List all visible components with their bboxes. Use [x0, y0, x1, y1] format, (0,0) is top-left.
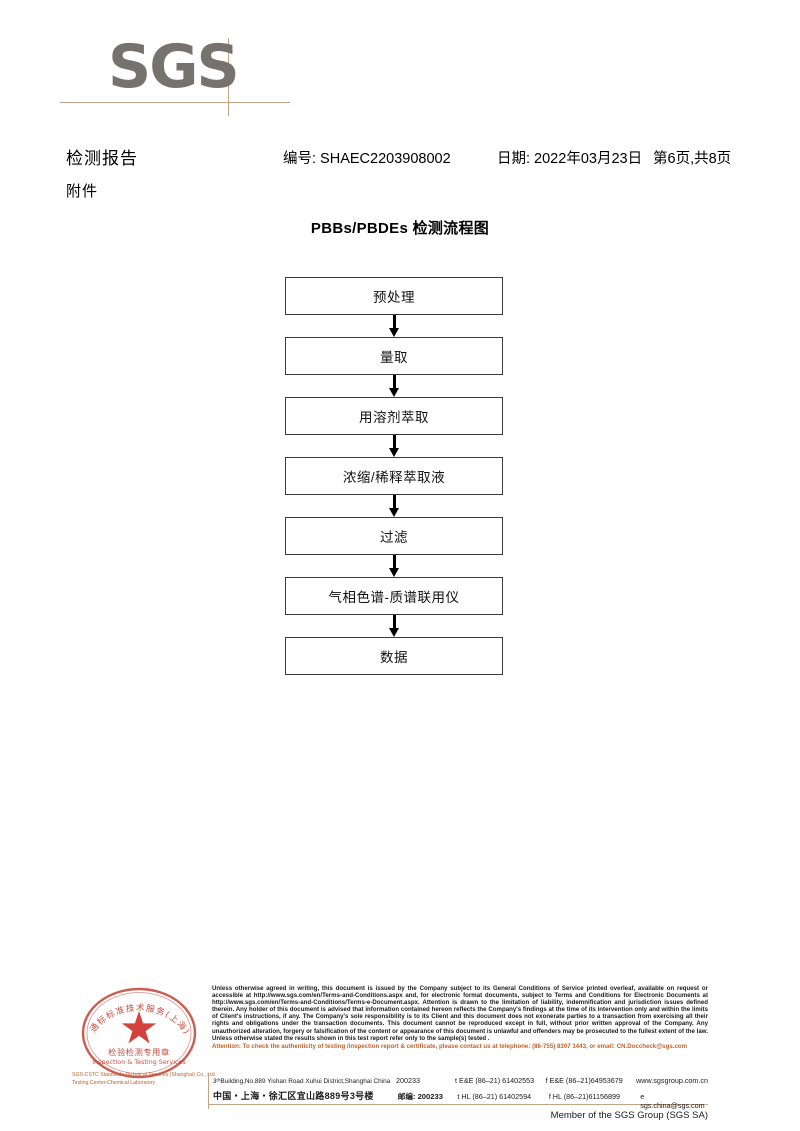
flow-arrow	[285, 435, 503, 457]
legal-body-text: Unless otherwise agreed in writing, this…	[212, 985, 708, 1042]
address-fax-en: f E&E (86–21)64953679	[545, 1076, 623, 1085]
flowchart-title: PBBs/PBDEs 检测流程图	[310, 220, 490, 237]
company-seal-stamp: 通标标准技术服务(上海)有限公司 检验检测专用章 Inspection & Te…	[78, 985, 200, 1087]
address-zip-en: 200233	[395, 1076, 420, 1085]
flow-step-label: 过滤	[380, 530, 408, 545]
flow-step-label: 数据	[380, 650, 408, 665]
address-street-en: 3ᵗʰBuilding,No.889 Yishan Road Xuhui Dis…	[213, 1078, 391, 1085]
arrow-shaft	[392, 315, 396, 330]
arrow-shaft	[392, 435, 396, 450]
flow-arrow	[285, 555, 503, 577]
arrow-head	[388, 448, 399, 457]
flow-step-filter: 过滤	[285, 517, 503, 555]
sgs-logo: SGS	[60, 32, 290, 116]
address-row-cn: 中国・上海・徐汇区宜山路889号3号楼 邮编: 200233 t HL (86–…	[213, 1089, 708, 1110]
member-of-group-line: Member of the SGS Group (SGS SA)	[550, 1110, 708, 1121]
address-row-en: 3ᵗʰBuilding,No.889 Yishan Road Xuhui Dis…	[213, 1076, 708, 1089]
address-block: 3ᵗʰBuilding,No.889 Yishan Road Xuhui Dis…	[213, 1076, 708, 1110]
legal-entity-name: SGS-CSTC Standards Technical Services (S…	[72, 1072, 217, 1087]
svg-text:Inspection & Testing Services: Inspection & Testing Services	[92, 1058, 186, 1066]
report-number: 编号: SHAEC2203908002	[283, 151, 451, 167]
flow-step-label: 量取	[380, 350, 408, 365]
logo-vertical-rule	[228, 38, 229, 116]
arrow-shaft	[392, 615, 396, 630]
arrow-shaft	[392, 375, 396, 390]
arrow-shaft	[392, 555, 396, 570]
page-title: 检测报告	[66, 149, 138, 168]
page-indicator: 第6页,共8页	[653, 151, 732, 167]
flowchart: 预处理 量取 用溶剂萃取 浓缩/稀释萃取液 过滤 气相色谱-质谱联用仪 数据	[285, 277, 503, 675]
flow-arrow	[285, 375, 503, 397]
report-date: 日期: 2022年03月23日	[497, 151, 643, 167]
address-email: e sgs.china@sgs.com	[640, 1092, 705, 1110]
arrow-head	[388, 628, 399, 637]
address-tel-cn: t HL (86–21) 61402594	[457, 1092, 532, 1101]
address-divider-horizontal	[208, 1104, 708, 1106]
address-street-cn: 中国・上海・徐汇区宜山路889号3号楼	[213, 1091, 374, 1101]
address-fax-cn: f HL (86–21)61156899	[548, 1092, 620, 1101]
flow-step-label: 用溶剂萃取	[359, 410, 429, 425]
flow-step-label: 气相色谱-质谱联用仪	[328, 590, 460, 605]
flow-arrow	[285, 495, 503, 517]
arrow-head	[388, 328, 399, 337]
flow-step-label: 浓缩/稀释萃取液	[342, 470, 446, 485]
flow-step-label: 预处理	[373, 290, 415, 305]
arrow-head	[388, 568, 399, 577]
entity-line-2: Testing Center-Chemical Laboratory	[72, 1079, 156, 1086]
address-tel-en: t E&E (86–21) 61402553	[455, 1076, 535, 1085]
attachment-label: 附件	[66, 183, 99, 200]
arrow-shaft	[392, 495, 396, 510]
address-website: www.sgsgroup.com.cn	[636, 1076, 708, 1085]
flow-arrow	[285, 315, 503, 337]
arrow-head	[388, 508, 399, 517]
flow-step-measure: 量取	[285, 337, 503, 375]
flow-arrow	[285, 615, 503, 637]
flow-step-data: 数据	[285, 637, 503, 675]
address-divider-vertical	[208, 1073, 210, 1109]
seal-graphic: 通标标准技术服务(上海)有限公司 检验检测专用章 Inspection & Te…	[78, 985, 197, 1079]
attention-notice: Attention: To check the authenticity of …	[212, 1042, 688, 1050]
logo-horizontal-rule	[60, 102, 290, 103]
entity-line-1: SGS-CSTC Standards Technical Services (S…	[72, 1072, 217, 1078]
flow-step-pretreatment: 预处理	[285, 277, 503, 315]
svg-text:检验检测专用章: 检验检测专用章	[108, 1047, 170, 1057]
address-zip-cn: 邮编: 200233	[397, 1092, 443, 1101]
sgs-logo-text: SGS	[108, 32, 240, 102]
flow-step-concentrate-dilute: 浓缩/稀释萃取液	[285, 457, 503, 495]
arrow-head	[388, 388, 399, 397]
legal-disclaimer: Unless otherwise agreed in writing, this…	[212, 985, 708, 1050]
flow-step-gcms: 气相色谱-质谱联用仪	[285, 577, 503, 615]
flow-step-solvent-extraction: 用溶剂萃取	[285, 397, 503, 435]
